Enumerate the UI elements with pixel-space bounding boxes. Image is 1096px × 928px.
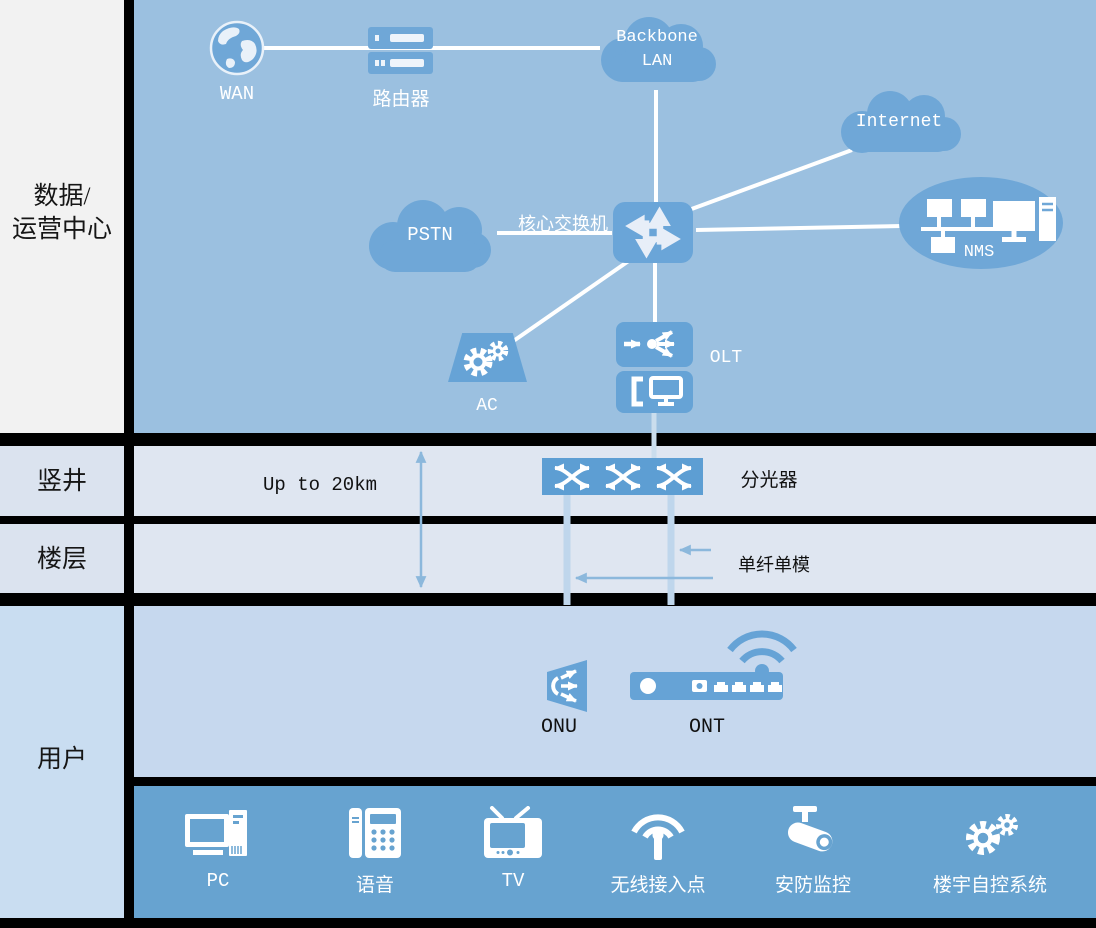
zone-floor-area: [134, 524, 1096, 593]
ont-icon: [630, 672, 783, 700]
wan-globe-icon: [209, 20, 265, 76]
wireless-ap-icon: [631, 814, 685, 860]
zone-shaft-label-panel: [0, 446, 124, 516]
pstn-cloud: PSTN: [363, 198, 497, 278]
nms-icon: [921, 197, 1056, 253]
ont-wifi-icon: [727, 630, 797, 676]
ac-label: AC: [476, 396, 498, 416]
splitter-icon: [542, 458, 703, 495]
ont-label: ONT: [688, 716, 725, 739]
device-wireless-ap: 无线接入点: [588, 806, 728, 910]
device-security: 安防监控: [743, 806, 883, 910]
zone-label-floor: 楼层: [36, 546, 87, 573]
gears-icon: [966, 814, 1018, 855]
ac-icon: [448, 333, 527, 382]
zone-user-onu-area: [134, 606, 1096, 777]
zone-user-label-panel: [0, 606, 124, 918]
backbone-lan-label-line1: Backbone: [616, 28, 698, 47]
olt-upper-icon: [616, 322, 693, 367]
device-tv-label: TV: [501, 870, 525, 892]
wan-label: WAN: [219, 83, 255, 105]
zone-label-user: 用户: [36, 746, 87, 773]
fiber-mode-label: 单纤单模: [738, 555, 810, 575]
internet-cloud: Internet: [832, 90, 966, 158]
backbone-lan-label-line2: LAN: [641, 52, 673, 71]
zone-user-device-area: [134, 786, 1096, 918]
router-icon: [368, 27, 433, 74]
pstn-label: PSTN: [407, 224, 453, 246]
zone-floor-label-panel: [0, 524, 124, 593]
device-voice-label: 语音: [355, 875, 394, 896]
olt-lower-icon: [616, 371, 693, 413]
device-pc: PC: [148, 806, 288, 910]
camera-icon: [787, 806, 833, 852]
zone-label-datacenter-line1: 数据/: [33, 183, 91, 210]
nms-label: NMS: [963, 243, 995, 262]
zone-label-datacenter-line2: 运营中心: [11, 216, 112, 243]
splitter-label: 分光器: [740, 470, 798, 491]
backbone-lan-cloud: Backbone LAN: [593, 16, 721, 88]
phone-icon: [349, 808, 401, 858]
tv-icon: [484, 806, 542, 858]
device-tv: TV: [443, 806, 583, 910]
onu-icon: [547, 660, 587, 712]
core-switch-icon: [613, 202, 693, 263]
device-building-automation: 楼宇自控系统: [915, 806, 1065, 910]
router-label: 路由器: [372, 89, 430, 110]
internet-label: Internet: [855, 112, 943, 132]
distance-label: Up to 20km: [262, 474, 378, 496]
zone-label-shaft: 竖井: [36, 468, 87, 495]
device-security-label: 安防监控: [774, 875, 851, 896]
device-wireless-ap-label: 无线接入点: [610, 875, 706, 896]
core-switch-label: 核心交换机: [518, 214, 608, 234]
pc-icon: [185, 810, 247, 856]
onu-label: ONU: [540, 716, 577, 739]
device-voice: 语音: [305, 806, 445, 910]
olt-label: OLT: [709, 348, 743, 368]
device-pc-label: PC: [206, 870, 230, 892]
zone-datacenter-label-panel: [0, 0, 124, 433]
nms-node: NMS: [899, 177, 1063, 269]
device-building-automation-label: 楼宇自控系统: [932, 875, 1047, 896]
zone-label-datacenter: 数据/ 运营中心: [0, 180, 124, 246]
